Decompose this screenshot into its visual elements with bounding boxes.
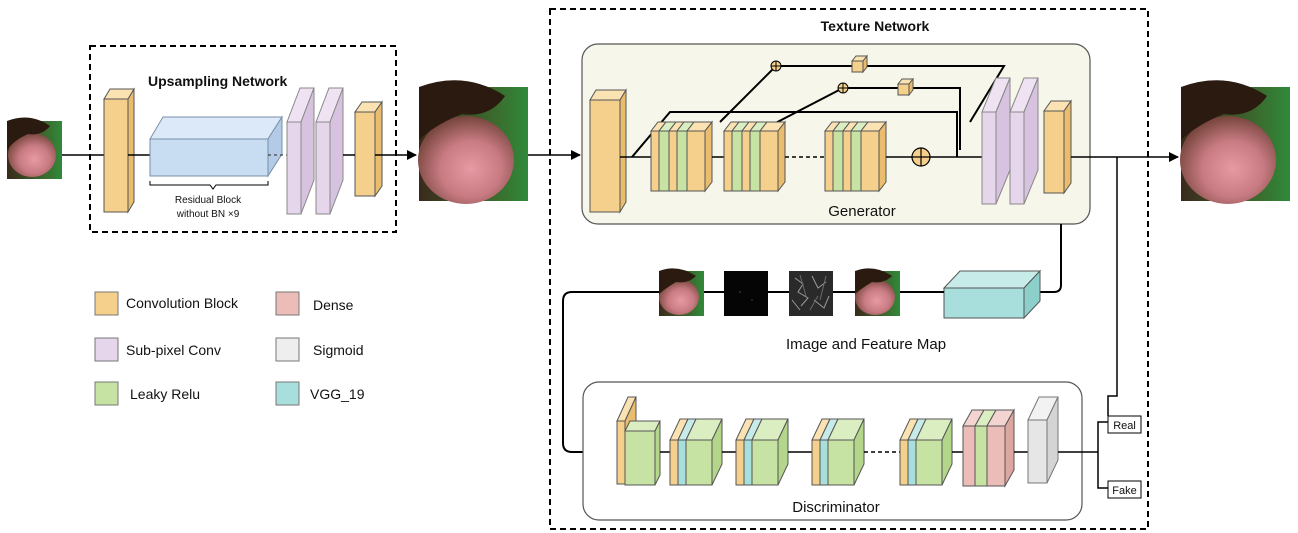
discriminator-leaky-in [624,420,661,486]
discriminator-label: Discriminator [792,499,880,516]
generator-residual-unit-2 [722,120,787,193]
output-face-image [1180,80,1290,204]
discriminator-dense-block [962,408,1015,488]
residual-block-label-line2: without BN ×9 [176,209,240,220]
upsampling-subpixel-conv-1 [286,87,315,215]
texture-network-frame [549,8,1149,530]
legend-label: Dense [313,297,354,313]
legend-label: VGG_19 [310,386,365,402]
discriminator-unit-2 [735,418,789,486]
residual-block [149,115,283,178]
legend-label: Convolution Block [126,295,239,311]
fake-label-box: Fake [1107,480,1142,499]
feature-map-face-2 [855,268,900,316]
generator-subpixel-conv-1 [981,77,1011,205]
generator-subpixel-conv-2 [1009,77,1039,205]
upsampling-network-frame [89,45,397,233]
upsampled-face-image [418,80,528,204]
fake-label: Fake [1112,485,1136,497]
legend-item-convolution-block: Convolution Block [94,291,239,316]
feature-map-dark [724,271,768,316]
sum-node-mid [837,82,849,94]
conv-cube-top [850,54,869,74]
discriminator-unit-1 [669,418,723,486]
legend-item-dense: Dense [275,291,354,316]
discriminator-unit-4 [899,418,953,486]
legend-item-vgg19: VGG_19 [275,381,365,406]
input-face-image [7,117,62,179]
feature-map-texture [789,271,833,316]
vgg19-block [942,269,1042,320]
generator-label: Generator [828,203,896,220]
sum-node-main [911,147,931,167]
sum-node-top [770,60,782,72]
residual-block-label-line1: Residual Block [175,195,242,206]
legend-label: Sigmoid [313,342,364,358]
discriminator-sigmoid-block [1027,396,1059,484]
generator-conv-block-out [1043,99,1072,195]
real-label-box: Real [1107,415,1142,434]
legend-item-leaky-relu: Leaky Relu [94,381,200,406]
conv-cube-mid [896,77,915,97]
feature-map-face-1 [659,268,704,316]
legend: Convolution Block Dense Sub-pixel Conv S… [94,291,365,406]
upsampling-subpixel-conv-2 [315,87,344,215]
feature-map-label: Image and Feature Map [786,336,946,353]
generator-conv-block-in [589,88,627,214]
upsampling-conv-block-2 [354,100,383,198]
upsampling-network-title: Upsampling Network [148,73,287,89]
legend-item-subpixel-conv: Sub-pixel Conv [94,337,221,362]
generator-residual-unit-1 [649,120,714,193]
texture-network-title: Texture Network [821,18,930,34]
discriminator-unit-3 [811,418,865,486]
legend-label: Leaky Relu [130,386,200,402]
upsampling-conv-block-1 [103,87,135,214]
generator-residual-unit-3 [823,120,888,193]
legend-item-sigmoid: Sigmoid [275,337,364,362]
legend-label: Sub-pixel Conv [126,342,221,358]
real-label: Real [1113,420,1136,432]
